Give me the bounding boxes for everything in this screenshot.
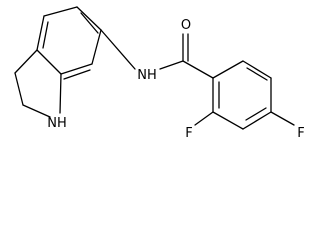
ring-nh-label: NH — [47, 116, 67, 131]
bond — [36, 15, 45, 51]
bond — [246, 67, 268, 81]
bond — [242, 60, 272, 79]
bond — [36, 49, 62, 75]
bond — [91, 29, 102, 65]
bond — [270, 111, 295, 126]
amide-nh-label: NH — [137, 68, 157, 83]
molecule-structure: O NH NH F F — [14, 6, 305, 141]
bond — [76, 6, 102, 31]
bond — [245, 107, 267, 121]
bond — [14, 72, 24, 106]
carbonyl-oxygen-label: O — [181, 18, 191, 33]
bond — [14, 49, 38, 74]
bond-lines — [14, 6, 295, 130]
bond — [242, 111, 272, 130]
bond — [182, 60, 214, 79]
bond — [43, 6, 78, 17]
bond — [42, 21, 49, 49]
bond — [159, 60, 184, 70]
bond — [212, 111, 244, 130]
fluorine-para-label: F — [297, 126, 304, 141]
bond — [80, 12, 99, 34]
bond — [194, 111, 214, 126]
bond — [100, 29, 136, 70]
bond — [60, 63, 93, 75]
bond — [22, 104, 51, 118]
fluorine-ortho-label: F — [185, 126, 192, 141]
bond — [212, 60, 244, 79]
bond — [63, 69, 91, 80]
bond — [59, 73, 62, 114]
